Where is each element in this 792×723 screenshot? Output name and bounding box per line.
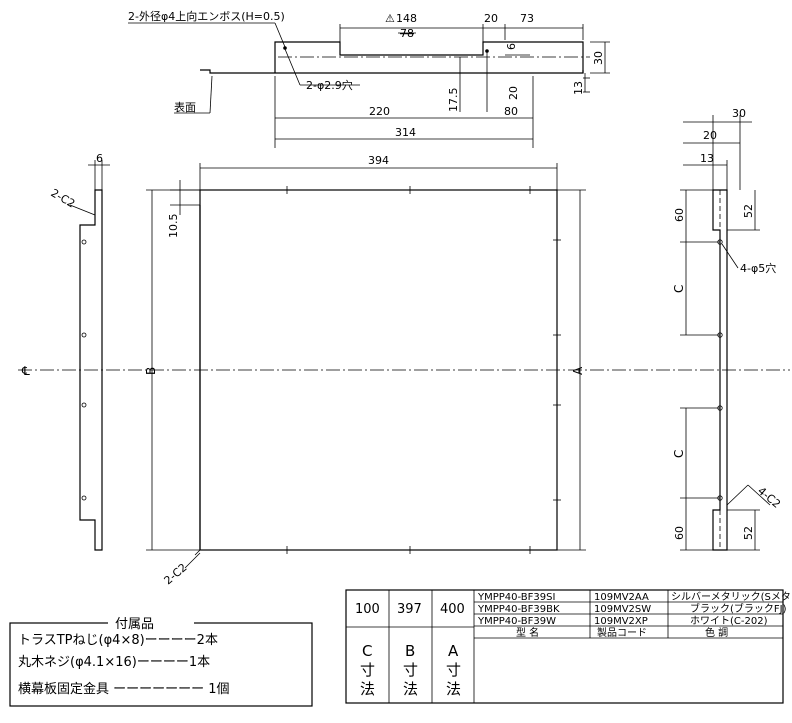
dim-17-5: 17.5 bbox=[447, 88, 460, 113]
hole-note-top: 2-φ2.9穴 bbox=[306, 78, 353, 92]
emboss-note: 2-外径φ4上向エンボス(H=0.5) bbox=[128, 9, 285, 23]
model-cell: YMPP40-BF39BK bbox=[477, 604, 560, 615]
dim-30-right: 30 bbox=[732, 107, 746, 120]
hole-note-right: 4-φ5穴 bbox=[740, 261, 776, 275]
code-cell: 109MV2XP bbox=[594, 616, 648, 627]
label-A: A bbox=[571, 366, 585, 375]
dim-60-top: 60 bbox=[673, 208, 686, 222]
header-model: 型 名 bbox=[516, 626, 539, 639]
chamfer-front: 2-C2 bbox=[162, 561, 190, 587]
dim-13-top: 13 bbox=[572, 81, 585, 95]
accessory-item: トラスTPねじ(φ4×8)ーーーー2本 bbox=[18, 633, 218, 648]
dim-value-C: 100 bbox=[355, 602, 380, 617]
dim-220: 220 bbox=[369, 105, 390, 118]
dim-label-C: C bbox=[362, 642, 372, 660]
accessory-item: 丸木ネジ(φ4.1×16)ーーーー1本 bbox=[18, 655, 210, 670]
dim-20-right: 20 bbox=[703, 129, 717, 142]
code-cell: 109MV2AA bbox=[594, 592, 649, 603]
dim-6-left: 6 bbox=[96, 152, 103, 165]
dim-label-B: 法 bbox=[403, 680, 418, 698]
front-view: 394 10.5 B A 2-C2 bbox=[144, 154, 586, 587]
header-code: 製品コード bbox=[597, 626, 647, 639]
dim-52-top: 52 bbox=[742, 204, 755, 218]
dim-394: 394 bbox=[368, 154, 389, 167]
model-cell: YMPP40-BF39SI bbox=[477, 592, 555, 603]
left-side-view: 6 2-C2 ℄ bbox=[21, 152, 110, 551]
label-C-top: C bbox=[672, 285, 686, 293]
right-side-view: 30 20 13 60 52 4-φ5穴 C C 4-C bbox=[672, 107, 783, 551]
dim-80: 80 bbox=[504, 105, 518, 118]
chamfer-right: 4-C2 bbox=[755, 484, 783, 510]
chamfer-left: 2-C2 bbox=[49, 186, 78, 210]
dim-60-bottom: 60 bbox=[673, 526, 686, 540]
dim-314: 314 bbox=[395, 126, 416, 139]
accessory-item: 横幕板固定金具 ーーーーーーー 1個 bbox=[18, 681, 230, 697]
color-cell: ホワイト(C-202) bbox=[690, 615, 768, 627]
color-cell: シルバーメタリック(Sメタリック C) bbox=[671, 591, 792, 603]
dim-6: 6 bbox=[505, 43, 518, 50]
header-color: 色 調 bbox=[705, 626, 728, 639]
spec-table: 100 397 400 YMPP40-BF39SI 109MV2AA シルバーメ… bbox=[345, 589, 792, 704]
dim-13-right: 13 bbox=[700, 152, 714, 165]
color-cell: ブラック(ブラックFJ) bbox=[690, 602, 787, 615]
accessories-box: 付属品 トラスTPねじ(φ4×8)ーーーー2本 丸木ネジ(φ4.1×16)ーーー… bbox=[9, 616, 313, 707]
dim-52-bottom: 52 bbox=[742, 526, 755, 540]
triangle-icon: ⚠ bbox=[385, 12, 395, 25]
label-B: B bbox=[144, 367, 158, 375]
dim-value-B: 397 bbox=[397, 602, 422, 617]
dim-20-vertical: 20 bbox=[507, 86, 520, 100]
dim-label-C: 法 bbox=[360, 680, 375, 698]
accessories-title: 付属品 bbox=[115, 617, 154, 632]
dim-label-A: 法 bbox=[446, 680, 461, 698]
dim-label-C: 寸 bbox=[360, 661, 375, 679]
surface-label: 表面 bbox=[174, 100, 196, 114]
dim-148: 148 bbox=[396, 12, 417, 25]
dim-label-A: 寸 bbox=[446, 661, 461, 679]
dim-78-old: 78 bbox=[400, 27, 414, 40]
dim-value-A: 400 bbox=[440, 602, 465, 617]
dim-label-B: 寸 bbox=[403, 661, 418, 679]
dim-30-top: 30 bbox=[592, 51, 605, 65]
centerline-icon: ℄ bbox=[21, 364, 30, 378]
code-cell: 109MV2SW bbox=[594, 604, 651, 615]
top-view: ⚠ 148 78 20 73 2-外径φ4上向エンボス(H=0.5) 6 30 … bbox=[128, 9, 610, 148]
model-cell: YMPP40-BF39W bbox=[477, 616, 556, 627]
dim-10-5: 10.5 bbox=[167, 214, 180, 239]
dim-73: 73 bbox=[520, 12, 534, 25]
label-C-bottom: C bbox=[672, 450, 686, 458]
dim-label-B: B bbox=[405, 642, 415, 660]
dim-label-A: A bbox=[448, 642, 459, 660]
dim-20-top: 20 bbox=[484, 12, 498, 25]
